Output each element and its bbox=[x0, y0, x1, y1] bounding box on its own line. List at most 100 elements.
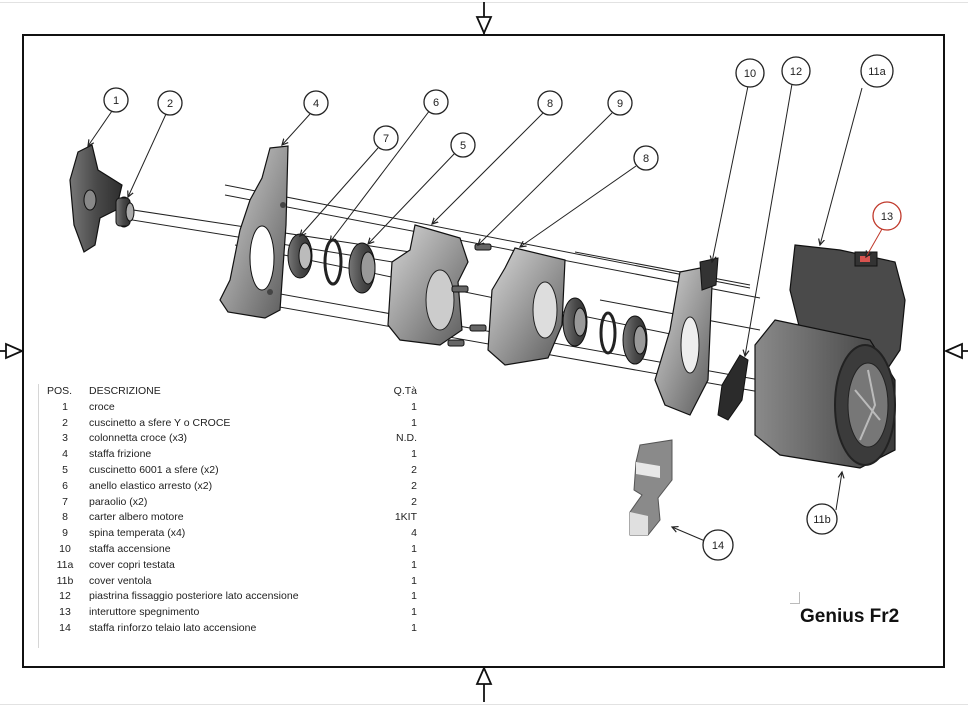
cell-qty: 1 bbox=[411, 590, 417, 603]
part-paraolio bbox=[287, 233, 313, 279]
cell-desc: piastrina fissaggio posteriore lato acce… bbox=[89, 590, 299, 603]
cell-pos: 1 bbox=[62, 400, 68, 413]
cell-desc: spina temperata (x4) bbox=[89, 527, 186, 540]
cell-pos: 14 bbox=[59, 621, 71, 634]
callout-label: 7 bbox=[383, 133, 389, 145]
center-mark-right bbox=[943, 342, 968, 360]
callout-4: 4 bbox=[303, 90, 329, 116]
header-desc: DESCRIZIONE bbox=[89, 385, 161, 397]
cell-qty: 1 bbox=[411, 448, 417, 461]
cell-pos: 11b bbox=[56, 574, 74, 587]
part-spine bbox=[447, 243, 492, 347]
cell-pos: 8 bbox=[62, 511, 68, 524]
cell-qty: N.D. bbox=[396, 432, 417, 445]
cell-qty: 1 bbox=[411, 416, 417, 429]
callout-circle bbox=[806, 503, 838, 535]
callout-label: 8 bbox=[547, 98, 553, 110]
callout-circle bbox=[781, 56, 811, 86]
callout-label: 9 bbox=[617, 98, 623, 110]
cell-pos: 13 bbox=[59, 606, 71, 619]
cell-qty: 1 bbox=[411, 558, 417, 571]
parts-table-row: 2 cuscinetto a sfere Y o CROCE 1 bbox=[45, 416, 425, 432]
cell-pos: 4 bbox=[62, 448, 68, 461]
cell-desc: staffa rinforzo telaio lato accensione bbox=[89, 621, 257, 634]
callout-circle bbox=[860, 54, 894, 88]
callout-label: 12 bbox=[790, 66, 802, 78]
callout-12: 12 bbox=[781, 56, 811, 86]
cell-qty: 1 bbox=[411, 400, 417, 413]
callout-9: 9 bbox=[607, 90, 633, 116]
callout-label: 11a bbox=[868, 66, 886, 78]
cell-pos: 2 bbox=[62, 416, 68, 429]
cell-desc: cuscinetto 6001 a sfere (x2) bbox=[89, 463, 219, 476]
callout-8: 8 bbox=[537, 90, 563, 116]
part-cuscinetto-6001 bbox=[348, 242, 376, 294]
callout-7: 7 bbox=[373, 125, 399, 151]
callout-1: 1 bbox=[103, 87, 129, 113]
cell-qty: 1 bbox=[411, 574, 417, 587]
callout-circle bbox=[607, 90, 633, 116]
cell-pos: 9 bbox=[62, 527, 68, 540]
cell-desc: cover copri testata bbox=[89, 558, 175, 571]
callout-11b: 11b bbox=[806, 503, 838, 535]
cell-pos: 6 bbox=[62, 479, 68, 492]
callout-2: 2 bbox=[157, 90, 183, 116]
cell-qty: 1 bbox=[411, 606, 417, 619]
cell-desc: paraolio (x2) bbox=[89, 495, 148, 508]
cell-pos: 3 bbox=[62, 432, 68, 445]
parts-table-row: 6 anello elastico arresto (x2) 2 bbox=[45, 479, 425, 495]
parts-table-row: 9 spina temperata (x4) 4 bbox=[45, 526, 425, 542]
callout-8: 8 bbox=[633, 145, 659, 171]
center-mark-left bbox=[0, 342, 25, 360]
parts-table-row: 8 carter albero motore 1KIT bbox=[45, 510, 425, 526]
part-cover bbox=[754, 244, 906, 469]
center-mark-top bbox=[475, 2, 493, 36]
callout-label: 13 bbox=[881, 211, 893, 223]
parts-table-row: 14 staffa rinforzo telaio lato accensione… bbox=[45, 621, 425, 637]
callout-circle bbox=[702, 529, 734, 561]
part-anello-right bbox=[599, 311, 617, 355]
center-mark-bottom bbox=[475, 665, 493, 702]
cell-qty: 4 bbox=[411, 527, 417, 540]
part-staffa-frizione bbox=[219, 145, 289, 319]
callout-circle bbox=[423, 89, 449, 115]
part-bearing-2 bbox=[115, 196, 135, 228]
part-carter-b bbox=[487, 247, 566, 366]
callout-circle bbox=[373, 125, 399, 151]
parts-table-row: 5 cuscinetto 6001 a sfere (x2) 2 bbox=[45, 463, 425, 479]
cell-desc: carter albero motore bbox=[89, 511, 184, 524]
callout-circle bbox=[450, 132, 476, 158]
callout-label: 6 bbox=[433, 97, 439, 109]
cell-desc: cuscinetto a sfere Y o CROCE bbox=[89, 416, 231, 429]
cell-qty: 1KIT bbox=[394, 511, 417, 524]
cell-qty: 2 bbox=[411, 479, 417, 492]
callout-circle bbox=[537, 90, 563, 116]
parts-table-header: POS. DESCRIZIONE Q.Tà bbox=[45, 384, 425, 400]
cell-desc: anello elastico arresto (x2) bbox=[89, 479, 213, 492]
header-pos: POS. bbox=[47, 385, 73, 397]
part-staffa-accensione bbox=[654, 257, 719, 416]
callout-10: 10 bbox=[735, 58, 765, 88]
callout-circle bbox=[872, 201, 902, 231]
callout-14: 14 bbox=[702, 529, 734, 561]
cell-desc: cover ventola bbox=[89, 574, 152, 587]
callout-circle bbox=[157, 90, 183, 116]
cell-desc: staffa frizione bbox=[89, 448, 152, 461]
callout-label: 1 bbox=[113, 95, 119, 107]
part-staffa-rinforzo bbox=[629, 439, 673, 536]
cell-pos: 5 bbox=[62, 463, 68, 476]
part-piastrina bbox=[717, 354, 749, 421]
callout-label: 8 bbox=[643, 153, 649, 165]
cell-qty: 2 bbox=[411, 463, 417, 476]
cell-qty: 2 bbox=[411, 495, 417, 508]
callout-6: 6 bbox=[423, 89, 449, 115]
page-edge-bottom bbox=[0, 704, 968, 705]
